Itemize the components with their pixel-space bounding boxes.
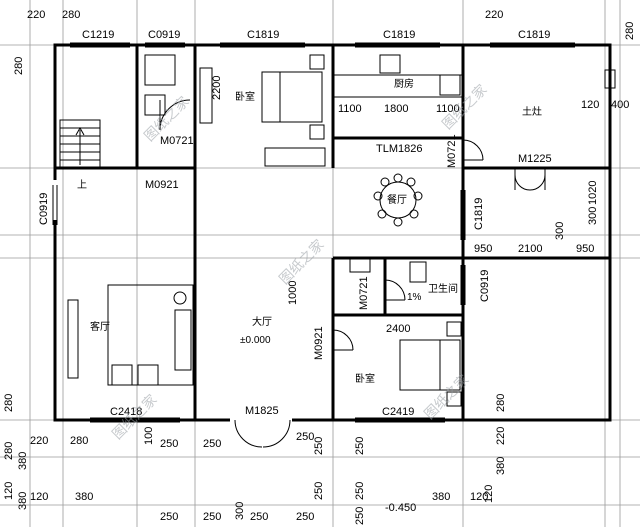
window-codes: C1219 C0919 C1819 C1819 C1819 C0919 C181…: [38, 29, 550, 418]
dim-250-4: 250: [313, 437, 325, 455]
dim-2400: 2400: [386, 323, 410, 335]
dim-220-r: 220: [495, 427, 507, 445]
dim-100: 100: [143, 427, 155, 445]
dim-1100-a: 1100: [338, 103, 362, 115]
dim-280-left-top: 280: [13, 57, 25, 75]
wall-fill: [50, 180, 292, 423]
dim-250-8: 250: [250, 511, 268, 523]
window-c1819-right: C1819: [473, 198, 485, 230]
window-c1819-c: C1819: [518, 29, 550, 41]
hall-level: ±0.000: [240, 335, 271, 346]
window-c2419: C2419: [382, 406, 414, 418]
room-bedroom-se: 卧室: [355, 372, 375, 385]
window-c0919-top: C0919: [148, 29, 180, 41]
dim-120-br: 120: [470, 491, 488, 503]
room-toilet: 卫生间: [428, 282, 458, 295]
window-c1819-b: C1819: [383, 29, 415, 41]
dim-280-l: 280: [3, 394, 15, 412]
slope-label: 1%: [407, 292, 422, 303]
dim-280-l3: 280: [3, 442, 15, 460]
dim-380-r: 380: [495, 457, 507, 475]
dim-2100: 2100: [518, 243, 542, 255]
dim-220-tr: 220: [485, 9, 503, 21]
watermark-3: 图纸之家: [276, 236, 328, 288]
dimension-labels: 220 280 280 2200 1100 1800 1100 120 400 …: [3, 9, 636, 525]
dim-380-b: 380: [75, 491, 93, 503]
door-m0721-toilet: M0721: [358, 276, 370, 310]
dim-1020: 1020: [587, 181, 599, 205]
dim-120-bl: 120: [30, 491, 48, 503]
dim-300-b: 300: [554, 222, 566, 240]
door-m1225: M1225: [518, 153, 552, 165]
toilet-nw: [144, 54, 176, 86]
wardrobe: [264, 147, 326, 167]
door-m0921-hall: M0921: [313, 326, 325, 360]
dim-250-2: 250: [203, 438, 221, 450]
room-hall: 大厅: [252, 315, 272, 328]
dim-220-tl: 220: [27, 9, 45, 21]
window-marks: [52, 42, 575, 423]
dim-250-bottom-d: 250: [354, 507, 366, 525]
dim-250-6: 250: [313, 482, 325, 500]
dim-300: 300: [587, 207, 599, 225]
dim-380-l: 380: [17, 452, 29, 470]
door-m1825: M1825: [245, 405, 279, 417]
window-c1819-a: C1819: [247, 29, 279, 41]
dim-250-1: 250: [160, 438, 178, 450]
dim-220-l1: 220: [30, 435, 48, 447]
dim-250-bottom-b: 250: [203, 511, 221, 523]
window-c2418: C2418: [110, 406, 142, 418]
door-codes: M0721 M0921 M0721 M1225 M0721 M0921 M182…: [145, 134, 552, 417]
window-c1219: C1219: [82, 29, 114, 41]
dim-1000: 1000: [287, 281, 299, 305]
room-dining: 餐厅: [387, 193, 407, 206]
dim-120-r: 120: [483, 485, 495, 503]
kitchen-counter: [332, 74, 464, 98]
furniture: [67, 54, 616, 407]
room-labels: 卧室 厨房 土灶 餐厅 卫生间 客厅 大厅 ±0.000 卧室 上 1%: [77, 77, 542, 385]
dim-280-tr: 280: [624, 22, 636, 40]
dim-400: 400: [611, 99, 629, 111]
door-m0921-a: M0921: [145, 179, 179, 191]
door-m0721-kitchen: M0721: [446, 134, 458, 168]
walls: [53, 43, 612, 422]
dim-1100-b: 1100: [436, 103, 460, 115]
door-m0721-a: M0721: [160, 135, 194, 147]
dim-380-br: 380: [432, 491, 450, 503]
dim-120: 120: [581, 99, 599, 111]
dim-280-r: 280: [495, 394, 507, 412]
dim-250-7: 250: [354, 482, 366, 500]
door-swings: [159, 99, 546, 448]
window-c0919-left: C0919: [38, 193, 50, 225]
dim-280-tl: 280: [62, 9, 80, 21]
window-c0919-toilet: C0919: [479, 270, 491, 302]
stair: [59, 119, 101, 169]
room-kitchen: 厨房: [394, 77, 414, 90]
watermark-5: 图纸之家: [421, 371, 473, 423]
dim-2200: 2200: [211, 76, 223, 100]
dim-120-l: 120: [3, 482, 15, 500]
tv-cabinet: [67, 299, 79, 379]
level-outside: -0.450: [385, 502, 416, 514]
dim-950-b: 950: [576, 243, 594, 255]
dim-380-bl: 380: [17, 492, 29, 510]
dim-250-bottom-a: 250: [160, 511, 178, 523]
stair-up-label: 上: [77, 179, 87, 191]
door-tlm1826: TLM1826: [376, 143, 422, 155]
dim-280-l2: 280: [70, 435, 88, 447]
toilet-wc: [409, 261, 427, 283]
dim-1800: 1800: [384, 103, 408, 115]
room-bedroom-nw: 卧室: [235, 90, 255, 103]
bed-nw: [261, 71, 323, 123]
room-stove: 土灶: [522, 105, 542, 118]
dim-250-bottom-c: 250: [296, 511, 314, 523]
dim-250-5: 250: [354, 437, 366, 455]
dim-250-3: 250: [296, 431, 314, 443]
room-living: 客厅: [90, 320, 110, 333]
dim-300-bottom: 300: [234, 502, 246, 520]
dim-950-a: 950: [474, 243, 492, 255]
